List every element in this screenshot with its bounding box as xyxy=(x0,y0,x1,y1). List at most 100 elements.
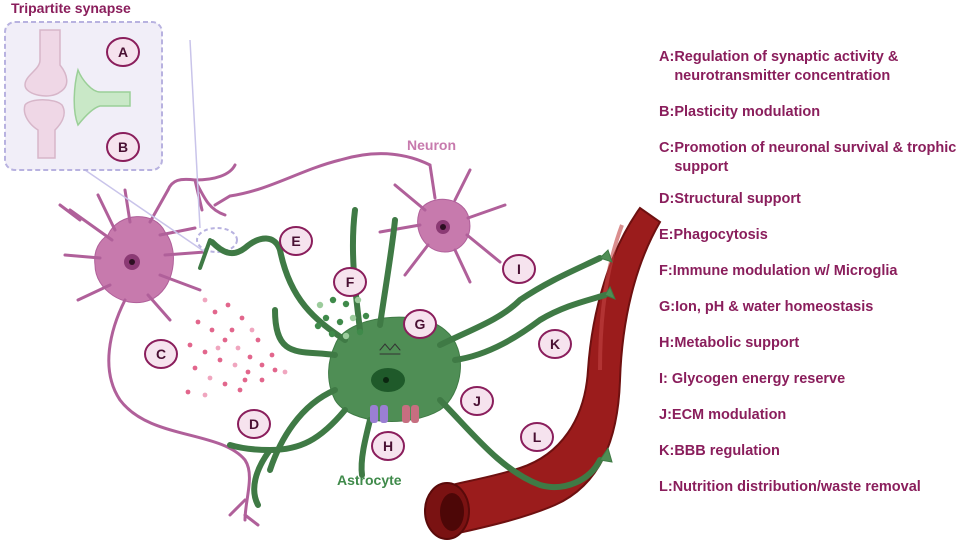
legend-key: D: xyxy=(659,191,675,207)
trophic-dot xyxy=(259,377,265,383)
marker-letter: C xyxy=(156,346,166,362)
legend-item-f: F:Immune modulation w/ Microglia xyxy=(659,262,964,298)
trophic-dot xyxy=(259,362,265,368)
trophic-dot xyxy=(249,327,255,333)
trophic-dot xyxy=(195,319,201,325)
legend-text: Ion, pH & water homeostasis xyxy=(675,299,874,315)
marker-letter: A xyxy=(118,44,128,60)
legend-item-g: G:Ion, pH & water homeostasis xyxy=(659,298,964,334)
trophic-dot xyxy=(209,327,215,333)
legend-key: K: xyxy=(659,443,675,459)
microglia-dot xyxy=(314,322,322,330)
trophic-dot xyxy=(222,337,228,343)
trophic-dot xyxy=(272,367,278,373)
legend-text: Promotion of neuronal survival & trophic… xyxy=(674,140,957,175)
trophic-dot xyxy=(215,345,221,351)
trophic-dot xyxy=(232,362,238,368)
trophic-dot xyxy=(239,315,245,321)
trophic-dot xyxy=(217,357,223,363)
astrocyte-label: Astrocyte xyxy=(337,472,402,488)
trophic-dot xyxy=(255,337,261,343)
trophic-dot xyxy=(269,352,275,358)
microglia-dot xyxy=(342,332,350,340)
marker-letter: B xyxy=(118,139,128,155)
legend-key: A: xyxy=(659,49,675,65)
marker-j: J xyxy=(460,386,494,416)
legend-item-c: C:Promotion of neuronal survival & troph… xyxy=(659,139,964,185)
inset-title: Tripartite synapse xyxy=(11,0,131,16)
neuron-left xyxy=(58,163,260,527)
legend: A:Regulation of synaptic activity & neur… xyxy=(659,48,964,514)
astrocyte xyxy=(198,207,616,508)
trophic-dot xyxy=(247,354,253,360)
legend-item-e: E:Phagocytosis xyxy=(659,226,964,262)
legend-key: L: xyxy=(659,479,673,495)
synapse-highlight xyxy=(196,227,238,253)
marker-letter: I xyxy=(517,261,521,277)
legend-key: B: xyxy=(659,104,675,120)
microglia-dot xyxy=(316,301,324,309)
microglia-dot xyxy=(329,296,337,304)
marker-b: B xyxy=(106,132,140,162)
microglia-dot xyxy=(362,312,370,320)
legend-key: J: xyxy=(659,407,672,423)
legend-key: E: xyxy=(659,227,674,243)
trophic-dot xyxy=(237,387,243,393)
trophic-dot xyxy=(229,327,235,333)
neuron-label: Neuron xyxy=(407,137,456,153)
legend-item-l: L:Nutrition distribution/waste removal xyxy=(659,478,964,514)
trophic-dot xyxy=(187,342,193,348)
marker-letter: L xyxy=(533,429,542,445)
legend-key: C: xyxy=(659,140,675,156)
trophic-dot xyxy=(225,302,231,308)
marker-g: G xyxy=(403,309,437,339)
legend-text: Phagocytosis xyxy=(673,227,768,243)
trophic-dot xyxy=(192,365,198,371)
legend-item-k: K:BBB regulation xyxy=(659,442,964,478)
legend-item-d: D:Structural support xyxy=(659,190,964,226)
trophic-dot xyxy=(242,377,248,383)
trophic-dot xyxy=(202,349,208,355)
legend-key: I: xyxy=(659,371,668,387)
legend-item-j: J:ECM modulation xyxy=(659,406,964,442)
microglia-dot xyxy=(342,300,350,308)
marker-f: F xyxy=(333,267,367,297)
trophic-dot xyxy=(212,309,218,315)
legend-item-b: B:Plasticity modulation xyxy=(659,103,964,139)
legend-item-i: I: Glycogen energy reserve xyxy=(659,370,964,406)
legend-text: Plasticity modulation xyxy=(674,104,821,120)
marker-letter: H xyxy=(383,438,393,454)
legend-text: ECM modulation xyxy=(671,407,787,423)
legend-text: Metabolic support xyxy=(674,335,800,351)
marker-c: C xyxy=(144,339,178,369)
marker-l: L xyxy=(520,422,554,452)
marker-letter: G xyxy=(415,316,426,332)
trophic-dot xyxy=(185,389,191,395)
legend-text: Nutrition distribution/waste removal xyxy=(672,479,921,495)
marker-letter: E xyxy=(291,233,300,249)
microglia-dot xyxy=(336,318,344,326)
trophic-factor-dots xyxy=(185,297,288,398)
marker-k: K xyxy=(538,329,572,359)
trophic-dot xyxy=(235,345,241,351)
marker-letter: F xyxy=(346,274,355,290)
legend-text: BBB regulation xyxy=(674,443,780,459)
trophic-dot xyxy=(222,381,228,387)
legend-text: Structural support xyxy=(674,191,801,207)
microglia-dot xyxy=(349,314,357,322)
legend-text: Regulation of synaptic activity & neurot… xyxy=(674,49,899,84)
legend-key: G: xyxy=(659,299,676,315)
legend-text: Glycogen energy reserve xyxy=(667,371,846,387)
trophic-dot xyxy=(282,369,288,375)
microglia-dot xyxy=(356,328,364,336)
legend-item-a: A:Regulation of synaptic activity & neur… xyxy=(659,48,964,94)
marker-d: D xyxy=(237,409,271,439)
function-markers: A B C D E F G H I J K L xyxy=(106,37,572,461)
ion-channels xyxy=(370,405,419,423)
trophic-dot xyxy=(207,375,213,381)
microglia-dot xyxy=(328,330,336,338)
trophic-dot xyxy=(202,297,208,303)
marker-letter: J xyxy=(473,393,481,409)
legend-key: H: xyxy=(659,335,675,351)
